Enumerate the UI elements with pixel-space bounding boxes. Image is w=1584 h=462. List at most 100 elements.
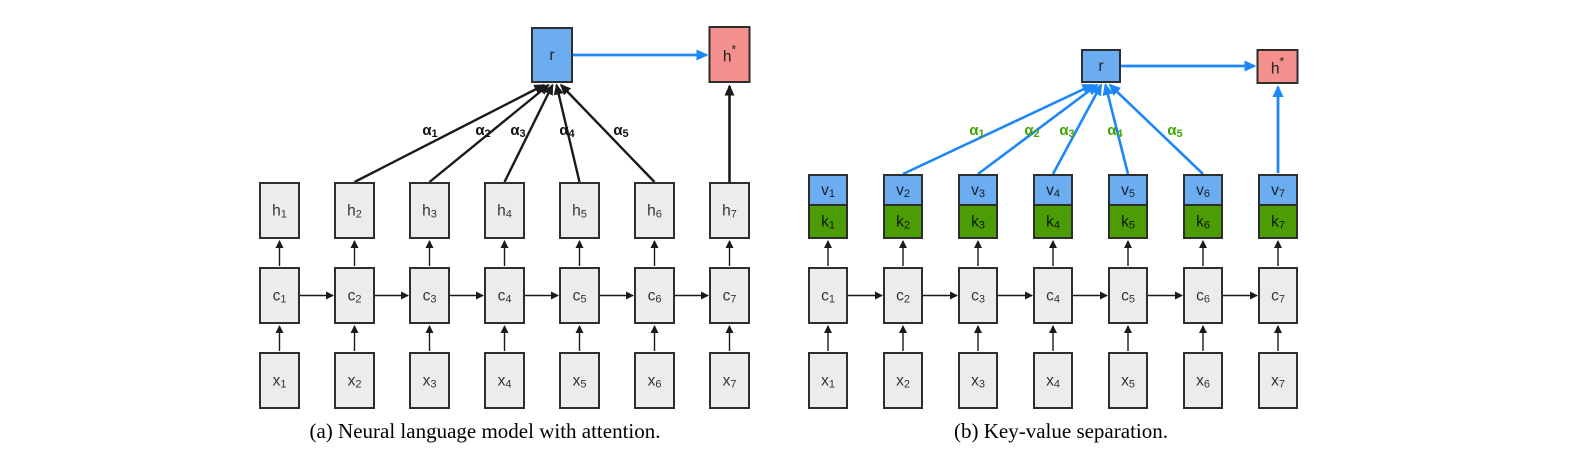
figure-b: k1v1c1x1k2v2c2x2k3v3c3x3k4v4c4x4k5v5c5x5…	[808, 49, 1299, 409]
fig-a-attention-line-2	[428, 84, 550, 183]
fig-a-label-c4: c4	[498, 287, 512, 306]
fig-b-box-c4	[1033, 267, 1073, 324]
fig-b-box-r	[1081, 49, 1121, 83]
fig-b-label-c2: c2	[896, 287, 910, 306]
fig-a-label-x5: x5	[573, 372, 587, 391]
fig-b-box-v7	[1258, 174, 1298, 206]
fig-b-label-k5: k5	[1121, 213, 1135, 232]
fig-b-label-v1: v1	[821, 182, 835, 201]
fig-b-label-c3: c3	[971, 287, 985, 306]
fig-b-attention-line-5	[1108, 83, 1204, 175]
fig-b-box-k4	[1033, 204, 1073, 239]
fig-b-label-c6: c6	[1196, 287, 1210, 306]
fig-b-label-x2: x2	[896, 372, 910, 391]
fig-a-box-h7	[709, 182, 750, 239]
fig-b-label-x4: x4	[1046, 372, 1060, 391]
fig-a-box-c6	[634, 267, 675, 324]
fig-a-box-x3	[409, 352, 450, 409]
fig-a-label-x6: x6	[648, 372, 662, 391]
fig-a-box-x5	[559, 352, 600, 409]
fig-b-label-v6: v6	[1196, 182, 1210, 201]
fig-b-box-v2	[883, 174, 923, 206]
fig-b-label-c4: c4	[1046, 287, 1060, 306]
fig-a-label-h7: h7	[722, 202, 737, 221]
fig-b-label-v7: v7	[1271, 182, 1285, 201]
fig-b-label-x6: x6	[1196, 372, 1210, 391]
fig-a-attention-line-5	[559, 83, 656, 183]
fig-a-box-c4	[484, 267, 525, 324]
fig-b-label-k1: k1	[821, 213, 835, 232]
fig-b-box-x7	[1258, 352, 1298, 409]
fig-a-label-h4: h4	[497, 202, 512, 221]
fig-b-alpha-3: α3	[1059, 122, 1074, 141]
fig-b-box-c1	[808, 267, 848, 324]
fig-a-label-c7: c7	[723, 287, 737, 306]
fig-a-box-h3	[409, 182, 450, 239]
fig-a-attention-line-1	[353, 83, 546, 184]
fig-a-box-c1	[259, 267, 300, 324]
fig-b-box-x2	[883, 352, 923, 409]
fig-a-box-h4	[484, 182, 525, 239]
fig-a-label-x2: x2	[348, 372, 362, 391]
fig-b-box-x3	[958, 352, 998, 409]
fig-a-box-h6	[634, 182, 675, 239]
fig-b-box-c3	[958, 267, 998, 324]
fig-b-label-k7: k7	[1271, 213, 1285, 232]
fig-a-box-c5	[559, 267, 600, 324]
fig-b-attention-line-2	[977, 83, 1099, 176]
fig-b-box-x4	[1033, 352, 1073, 409]
fig-b-label-x5: x5	[1121, 372, 1135, 391]
fig-b-label-k2: k2	[896, 213, 910, 232]
fig-a-box-c7	[709, 267, 750, 324]
fig-b-label-v2: v2	[896, 182, 910, 201]
fig-b-box-x1	[808, 352, 848, 409]
fig-a-label-c1: c1	[273, 287, 287, 306]
fig-a-box-x6	[634, 352, 675, 409]
fig-b-label-k4: k4	[1046, 213, 1060, 232]
fig-a-label-x3: x3	[423, 372, 437, 391]
fig-a-alpha-1: α1	[422, 122, 437, 141]
fig-a-label-h2: h2	[347, 202, 362, 221]
fig-b-label-r: r	[1098, 58, 1103, 75]
fig-a-label-c6: c6	[648, 287, 662, 306]
fig-b-label-v4: v4	[1046, 182, 1060, 201]
fig-b-box-x5	[1108, 352, 1148, 409]
fig-a-label-h3: h3	[422, 202, 437, 221]
fig-a-box-hstar	[708, 26, 751, 83]
fig-a-box-c3	[409, 267, 450, 324]
fig-b-box-v6	[1183, 174, 1223, 206]
fig-b-attention-line-3	[1051, 83, 1103, 175]
fig-a-label-hstar: h*	[723, 43, 737, 66]
fig-a-label-c3: c3	[423, 287, 437, 306]
fig-b-box-k2	[883, 204, 923, 239]
fig-b-label-k3: k3	[971, 213, 985, 232]
fig-b-box-k1	[808, 204, 848, 239]
fig-b-box-x6	[1183, 352, 1223, 409]
figure-a: h1c1x1h2c2x2h3c3x3h4c4x4h5c5x5h6c6x6h7c7…	[259, 26, 751, 409]
fig-b-alpha-1: α1	[969, 122, 984, 141]
fig-a-box-x4	[484, 352, 525, 409]
fig-a-alpha-2: α2	[475, 122, 490, 141]
fig-b-label-x3: x3	[971, 372, 985, 391]
fig-b-box-v4	[1033, 174, 1073, 206]
fig-b-label-x7: x7	[1271, 372, 1285, 391]
fig-b-alpha-5: α5	[1167, 122, 1182, 141]
fig-a-alpha-4: α4	[559, 122, 575, 141]
fig-b-label-v3: v3	[971, 182, 985, 201]
fig-a-label-x4: x4	[498, 372, 512, 391]
fig-b-attention-line-4	[1102, 83, 1130, 175]
fig-b-box-c7	[1258, 267, 1298, 324]
caption-figure-a: (a) Neural language model with attention…	[309, 419, 661, 443]
fig-b-box-hstar	[1256, 49, 1299, 84]
fig-a-box-x2	[334, 352, 375, 409]
fig-b-label-x1: x1	[821, 372, 835, 391]
fig-a-alpha-5: α5	[613, 122, 628, 141]
fig-b-box-v3	[958, 174, 998, 206]
fig-a-box-r	[531, 27, 573, 83]
fig-a-box-h1	[259, 182, 300, 239]
fig-a-label-r: r	[549, 47, 554, 64]
fig-b-label-c1: c1	[821, 287, 835, 306]
fig-b-label-k6: k6	[1196, 213, 1210, 232]
